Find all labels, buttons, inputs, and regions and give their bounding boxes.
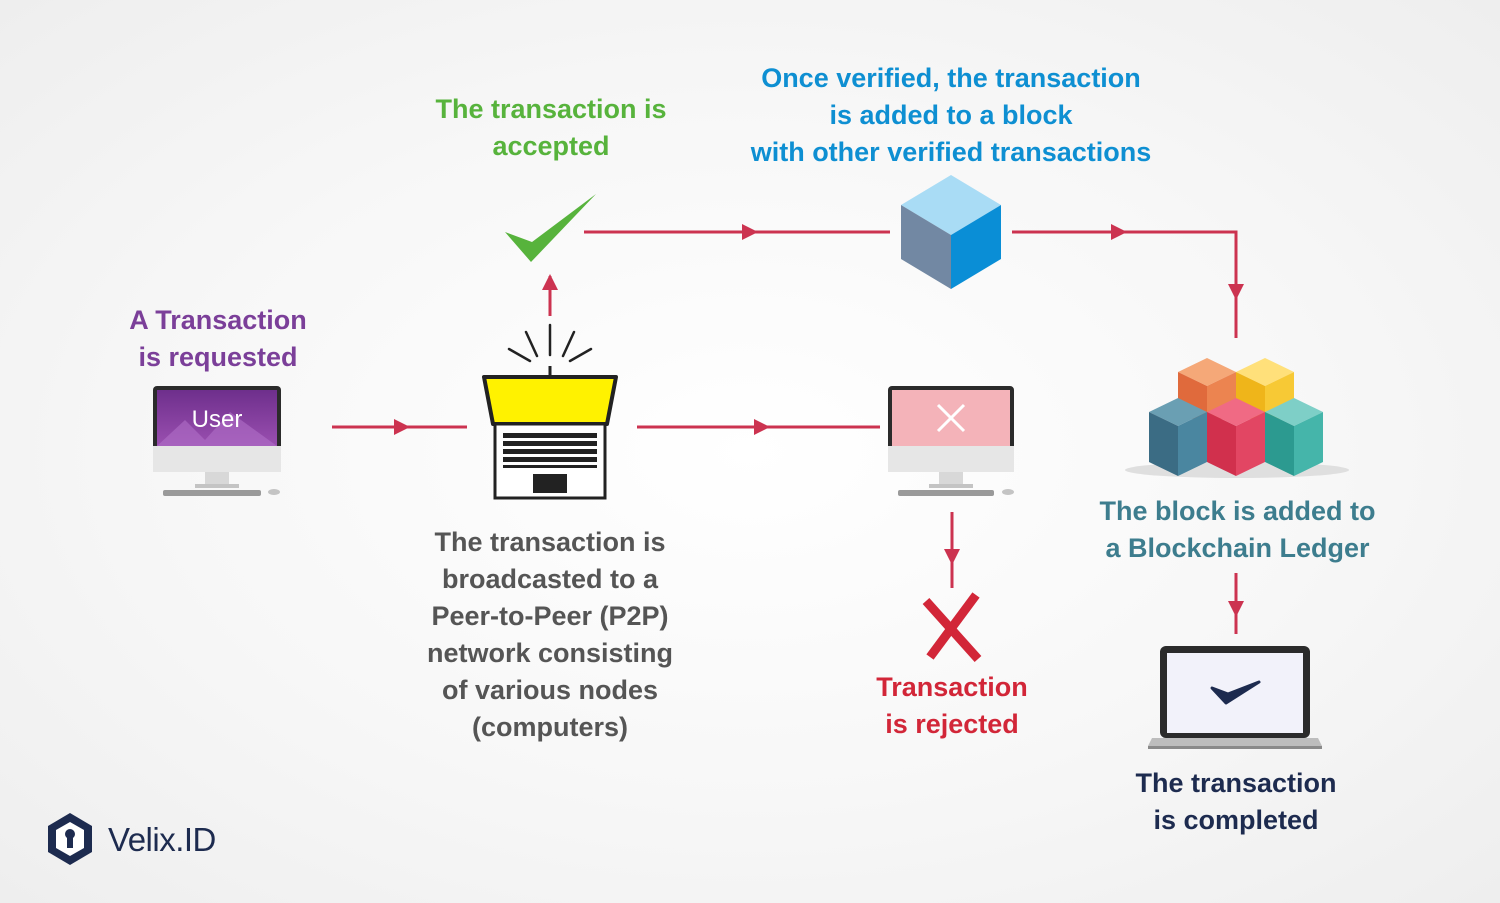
label-transaction-rejected: Transaction is rejected (876, 672, 1028, 739)
velix-logo-icon (48, 813, 92, 865)
label-transaction-accepted: The transaction is accepted (435, 94, 667, 161)
cube-block-icon (901, 175, 1001, 289)
desktop-monitor-icon: User (153, 386, 281, 496)
label-broadcast-p2p: The transaction is broadcasted to a Peer… (426, 527, 674, 742)
label-added-to-block: Once verified, the transaction is added … (750, 63, 1152, 167)
stacked-blocks-icon (1125, 358, 1349, 478)
label-transaction-completed: The transaction is completed (1135, 768, 1337, 835)
error-monitor-icon (888, 386, 1014, 496)
logo-text: Velix.ID (108, 821, 216, 858)
label-transaction-requested: A Transaction is requested (129, 305, 307, 372)
velix-logo: Velix.ID (100, 812, 216, 868)
user-screen-label: User (192, 406, 243, 433)
connector-arrows (332, 224, 1244, 634)
checkmark-icon (505, 194, 596, 262)
laptop-check-icon (1148, 646, 1322, 749)
arrow-block-to-blockchain (1012, 224, 1244, 338)
broadcast-signal-lines (507, 323, 593, 363)
cross-icon (922, 592, 982, 663)
screen-x-mark (936, 403, 966, 433)
label-blockchain-ledger: The block is added to a Blockchain Ledge… (1099, 496, 1376, 563)
broadcasting-laptop-icon (482, 323, 618, 500)
keyboard-keys (503, 433, 597, 493)
